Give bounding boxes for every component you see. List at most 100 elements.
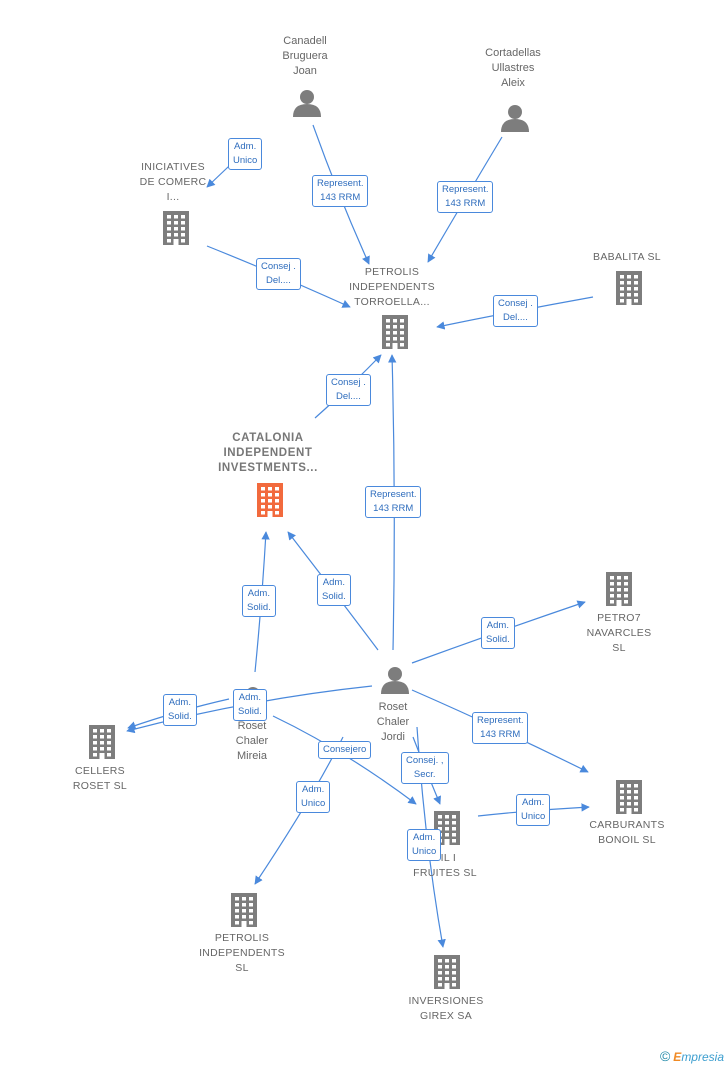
person-icon[interactable] (293, 90, 321, 117)
edge-label-roset_jordi-to-catalonia[interactable]: Adm.Solid. (317, 574, 351, 606)
node-label-line: I... (166, 191, 180, 203)
edge-label-line: Adm. (238, 692, 261, 703)
edge-label-line: Consej. , (406, 755, 444, 766)
edge-label-roset_jordi-to-cellers[interactable]: Adm. Solid. (233, 689, 267, 721)
node-label-line: INVERSIONES (408, 995, 484, 1007)
node-label-line: Chaler (376, 716, 410, 728)
edge-label-line: Solid. (486, 634, 510, 645)
edge-label-line: Unico (412, 846, 437, 857)
node-label-inversiones[interactable]: INVERSIONES GIREX SA (376, 994, 516, 1024)
building-icon[interactable] (434, 955, 460, 989)
node-label-catalonia[interactable]: CATALONIA INDEPENDENT INVESTMENTS... (198, 431, 338, 476)
edge-label-line: Consejero (323, 744, 367, 755)
node-label-line: BONOIL SL (598, 834, 656, 846)
node-label-line: SL (235, 962, 249, 974)
node-label-line: ROSET SL (72, 780, 128, 792)
node-label-line: INVESTMENTS... (218, 462, 318, 474)
edge-label-line: 143 RRM (320, 192, 361, 203)
edge-label-line: Unico (233, 155, 258, 166)
edge-label-line: Adm. (247, 588, 270, 599)
node-label-line: Joan (293, 65, 317, 77)
node-label-iniciatives[interactable]: INICIATIVES DE COMERC I... (103, 160, 243, 205)
node-label-line: Roset (378, 701, 408, 713)
node-label-line: INDEPENDENTS (349, 281, 435, 293)
edge-label-canadell-to-petrolis_torroella[interactable]: Represent.143 RRM (312, 175, 369, 207)
edge-label-line: Secr. (413, 769, 436, 780)
node-label-babalita[interactable]: BABALITA SL (557, 250, 697, 265)
node-label-petrolis_indep[interactable]: PETROLIS INDEPENDENTS SL (172, 931, 312, 976)
node-label-line: NAVARCLES (586, 627, 652, 639)
node-label-line: GIREX SA (420, 1010, 472, 1022)
edge-label-line: 143 RRM (480, 729, 521, 740)
edge-label-roset_mireia-to-cellers[interactable]: Adm.Solid. (163, 694, 197, 726)
person-icon[interactable] (381, 667, 409, 694)
building-icon[interactable] (616, 780, 642, 814)
node-label-line: Aleix (501, 77, 525, 89)
node-label-line: CATALONIA (232, 432, 304, 444)
edge-label-roset_jordi-to-petro7[interactable]: Adm. Solid. (481, 617, 515, 649)
edge-label-line: Solid. (247, 602, 271, 613)
edge-label-line: Unico (301, 798, 326, 809)
brand-watermark: ©Empresia (660, 1048, 724, 1064)
edge-label-roset_jordi-to-inversiones[interactable]: Adm.Unico (407, 829, 442, 861)
building-icon[interactable] (606, 572, 632, 606)
edge-label-cortadellas-to-petrolis_torroella[interactable]: Represent.143 RRM (437, 181, 494, 213)
building-icon[interactable] (231, 893, 257, 927)
node-label-line: INICIATIVES (141, 161, 205, 173)
node-label-line: DE COMERC (139, 176, 207, 188)
edge-label-line: Represent. (442, 184, 489, 195)
edge-label-babalita-to-petrolis_torroella[interactable]: Consej . Del.... (493, 295, 538, 327)
edge-label-line: Del.... (336, 391, 361, 402)
edge-label-line: Adm. (168, 697, 191, 708)
edge-label-roset_jordi-to-petrolis_torroella[interactable]: Represent. 143 RRM (365, 486, 422, 518)
brand-name: mpresia (681, 1050, 724, 1064)
node-label-line: TORROELLA... (354, 296, 430, 308)
building-icon[interactable] (257, 483, 283, 517)
edge-label-line: Solid. (322, 591, 346, 602)
node-label-petrolis_torroella[interactable]: PETROLIS INDEPENDENTS TORROELLA... (322, 265, 462, 310)
edge-label-line: 143 RRM (373, 503, 414, 514)
edge-label-roset_jordi-to-carburants[interactable]: Represent.143 RRM (472, 712, 529, 744)
edge-label-line: Del.... (503, 312, 528, 323)
edge-label-roset_mireia-to-til_fruites[interactable]: Consejero (318, 741, 372, 759)
node-label-line: PETROLIS (214, 932, 270, 944)
node-label-line: Cortadellas (485, 47, 541, 59)
node-label-carburants[interactable]: CARBURANTS BONOIL SL (557, 818, 697, 848)
building-icon[interactable] (382, 315, 408, 349)
building-icon[interactable] (89, 725, 115, 759)
edge-label-line: Consej . (498, 298, 533, 309)
building-icon[interactable] (163, 211, 189, 245)
edge-label-roset_jordi-to-til_fruites[interactable]: Consej. , Secr. (401, 752, 449, 784)
edge-label-line: Adm. (302, 784, 325, 795)
edge-label-line: Adm. (522, 797, 545, 808)
building-icon[interactable] (616, 271, 642, 305)
edge-label-line: Adm. (234, 141, 257, 152)
edge-label-line: Solid. (238, 706, 262, 717)
edge-label-til_fruites-to-carburants[interactable]: Adm. Unico (516, 794, 551, 826)
edge-label-line: Represent. (370, 489, 417, 500)
node-label-line: Canadell (283, 35, 327, 47)
edge-label-line: Consej . (261, 261, 296, 272)
node-label-line: Ullastres (491, 62, 535, 74)
edge-label-line: Unico (521, 811, 546, 822)
edge-label-roset_mireia-to-catalonia[interactable]: Adm. Solid. (242, 585, 276, 617)
node-label-line: PETROLIS (364, 266, 420, 278)
edge-label-iniciatives-to-petrolis_torroella[interactable]: Consej .Del.... (256, 258, 301, 290)
edge-label-roset_jordi-to-petrolis_indep[interactable]: Adm. Unico (296, 781, 331, 813)
person-icon[interactable] (501, 105, 529, 132)
edge-label-line: Adm. (486, 620, 509, 631)
node-label-line: INDEPENDENTS (199, 947, 285, 959)
node-label-line: SL (612, 642, 626, 654)
edge-label-catalonia-to-petrolis_torroella[interactable]: Consej .Del.... (326, 374, 371, 406)
node-label-line: CARBURANTS (589, 819, 665, 831)
node-label-line: FRUITES SL (413, 867, 477, 879)
edge-label-canadell-to-iniciatives[interactable]: Adm. Unico (228, 138, 263, 170)
node-label-line: INDEPENDENT (223, 447, 313, 459)
